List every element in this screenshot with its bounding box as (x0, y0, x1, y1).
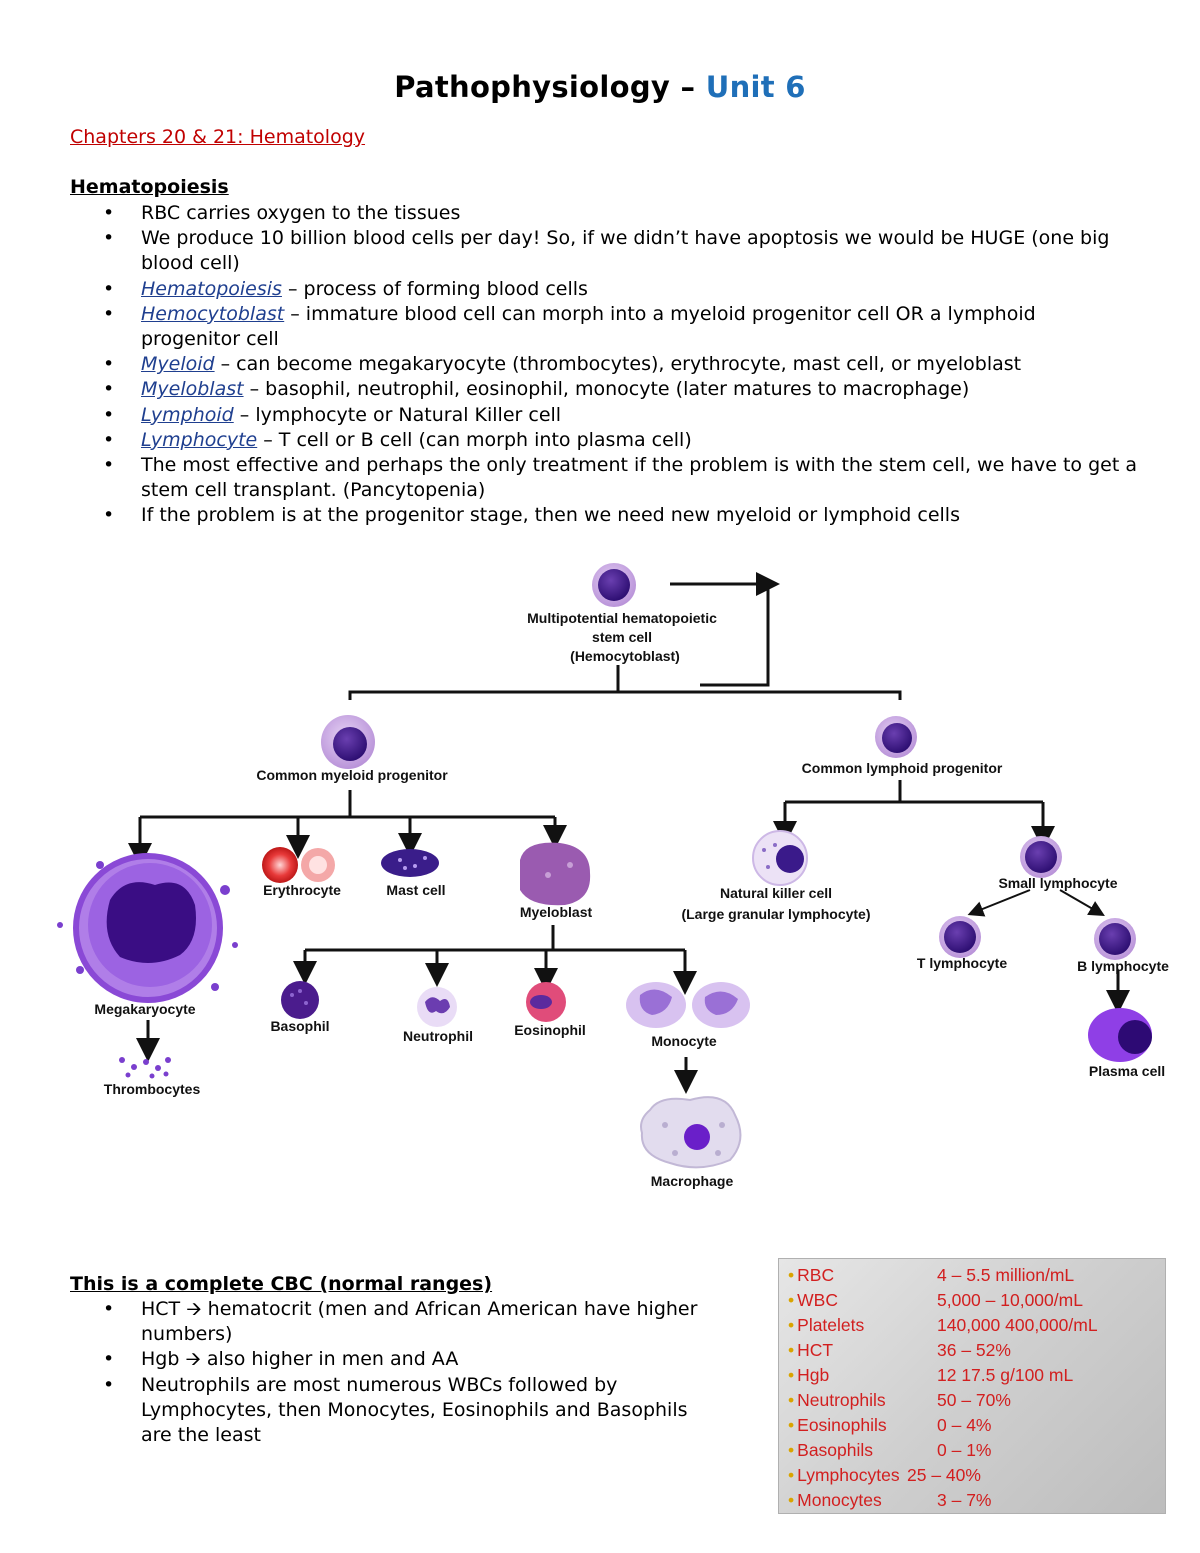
thrombocytes-icon (119, 1057, 171, 1079)
megakaryocyte-icon (57, 853, 238, 1003)
list-item: Myeloblast – basophil, neutrophil, eosin… (70, 377, 1140, 402)
myeloid-progenitor-icon (321, 715, 375, 769)
monocyte-icon (626, 982, 750, 1028)
list-item: Lymphoid – lymphocyte or Natural Killer … (70, 403, 1140, 428)
list-item: Hemocytoblast – immature blood cell can … (70, 302, 1140, 352)
list-item: Lymphocyte – T cell or B cell (can morph… (70, 428, 1140, 453)
t-lymphocyte-label: T lymphocyte (917, 955, 1007, 971)
mast-cell-label: Mast cell (386, 882, 445, 898)
hematopoiesis-list: RBC carries oxygen to the tissues We pro… (70, 201, 1140, 529)
hematopoiesis-diagram: Multipotential hematopoietic stem cell (… (57, 563, 1169, 1189)
list-item: We produce 10 billion blood cells per da… (70, 226, 1140, 276)
title-unit: Unit 6 (705, 70, 806, 104)
stem-cell-label-2: stem cell (592, 629, 652, 645)
b-lymphocyte-label: B lymphocyte (1077, 958, 1169, 974)
plasma-cell-icon (1088, 1008, 1152, 1062)
list-item: Hgb 🡪 also higher in men and AA (70, 1347, 720, 1372)
myeloblast-label: Myeloblast (520, 904, 593, 920)
stem-cell-icon (592, 563, 636, 607)
list-item: The most effective and perhaps the only … (70, 453, 1140, 503)
page-title: Pathophysiology – Unit 6 (0, 70, 1200, 104)
list-item: Neutrophils are most numerous WBCs follo… (70, 1373, 720, 1449)
lymphoid-progenitor-icon (875, 716, 917, 758)
stem-cell-label-1: Multipotential hematopoietic (527, 610, 717, 626)
list-item: Myeloid – can become megakaryocyte (thro… (70, 352, 1140, 377)
neutrophil-icon (417, 987, 457, 1027)
diagram-connectors (128, 572, 1130, 1094)
nk-cell-label-1: Natural killer cell (720, 885, 832, 901)
erythrocyte-icon (262, 847, 335, 883)
erythrocyte-label: Erythrocyte (263, 882, 341, 898)
list-item: If the problem is at the progenitor stag… (70, 503, 1140, 528)
myeloid-progenitor-label: Common myeloid progenitor (256, 767, 448, 783)
macrophage-label: Macrophage (651, 1173, 734, 1189)
plasma-cell-label: Plasma cell (1089, 1063, 1165, 1079)
small-lymphocyte-icon (1020, 836, 1062, 878)
t-lymphocyte-icon (939, 916, 981, 958)
neutrophil-label: Neutrophil (403, 1028, 473, 1044)
list-item: RBC carries oxygen to the tissues (70, 201, 1140, 226)
macrophage-icon (640, 1096, 742, 1169)
list-item: Hematopoiesis – process of forming blood… (70, 277, 1140, 302)
mast-cell-icon (381, 849, 439, 877)
megakaryocyte-label: Megakaryocyte (94, 1001, 195, 1017)
cbc-heading: This is a complete CBC (normal ranges) (70, 1273, 493, 1295)
list-item: HCT 🡪 hematocrit (men and African Americ… (70, 1297, 720, 1347)
small-lymphocyte-label: Small lymphocyte (998, 875, 1117, 891)
basophil-icon (281, 981, 319, 1019)
stem-cell-label-3: (Hemocytoblast) (570, 648, 680, 664)
nk-cell-label-2: (Large granular lymphocyte) (681, 906, 870, 922)
lymphoid-progenitor-label: Common lymphoid progenitor (802, 760, 1003, 776)
basophil-label: Basophil (270, 1018, 329, 1034)
b-lymphocyte-icon (1094, 918, 1136, 960)
hematopoiesis-heading: Hematopoiesis (70, 176, 229, 198)
eosinophil-label: Eosinophil (514, 1022, 586, 1038)
eosinophil-icon (526, 982, 566, 1022)
title-main: Pathophysiology – (394, 70, 706, 104)
cbc-list: HCT 🡪 hematocrit (men and African Americ… (70, 1297, 720, 1448)
myeloblast-icon (520, 842, 591, 906)
chapter-heading: Chapters 20 & 21: Hematology (70, 126, 366, 148)
monocyte-label: Monocyte (651, 1033, 717, 1049)
nk-cell-icon (752, 830, 808, 886)
thrombocytes-label: Thrombocytes (104, 1081, 201, 1097)
